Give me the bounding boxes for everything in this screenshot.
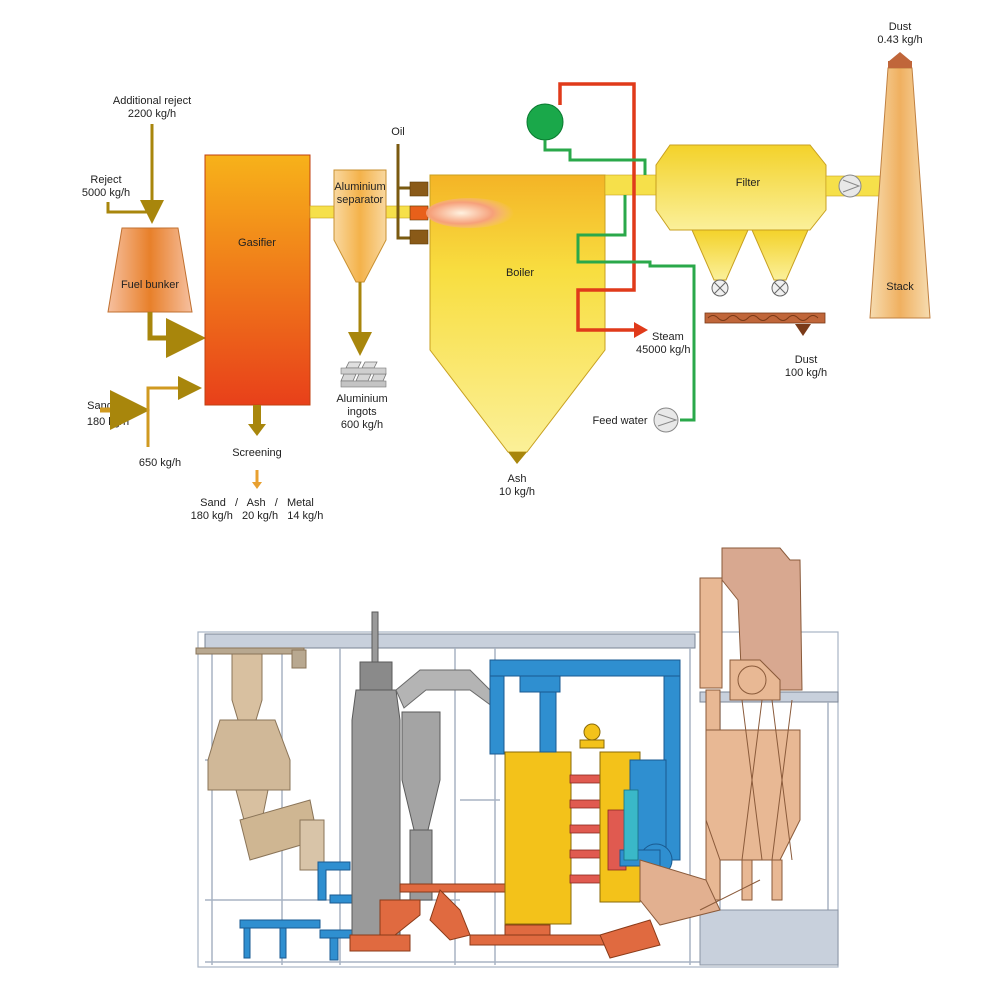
- steam-rate: 45000 kg/h: [636, 344, 690, 356]
- dust-conveyor-screw: [707, 315, 819, 321]
- induced-draft-fan-blade: [842, 179, 861, 193]
- dust-conveyor: [704, 312, 826, 324]
- screening-output-rates: 180 kg/h 20 kg/h 14 kg/h: [191, 510, 324, 522]
- screening-arrowhead: [252, 482, 262, 489]
- reject-arrow: [106, 202, 152, 214]
- plant-boiler: [504, 751, 572, 925]
- roof-beam: [204, 633, 696, 649]
- filter-support-rigging: [699, 699, 793, 911]
- screening-label: Screening: [232, 447, 282, 459]
- steam-circuit: [558, 82, 636, 205]
- ash-label: Ash: [508, 473, 527, 485]
- filter-hopper-1: [691, 229, 749, 281]
- aluminium-ingots-icon: [340, 361, 387, 388]
- water-economizer: [576, 195, 696, 422]
- sand-recycle-rate: 650 kg/h: [139, 457, 181, 469]
- bunker-to-gasifier-arrow: [147, 312, 206, 358]
- ash-arrow: [508, 452, 527, 464]
- aluminium-cyclone: [401, 711, 441, 901]
- burner-1: [409, 181, 429, 197]
- steam-label: Steam: [652, 331, 684, 343]
- sand-recycle-arrow: [146, 376, 202, 447]
- oil-line: [396, 144, 414, 240]
- filter-dust-rate: 100 kg/h: [785, 367, 827, 379]
- feed-water-pump-blade: [657, 413, 678, 427]
- feed-water-pump-icon: [653, 407, 679, 433]
- rotary-valve-2-cross: [773, 281, 787, 295]
- oil-label: Oil: [391, 126, 404, 138]
- burner-3: [409, 229, 429, 245]
- building-outline: [197, 631, 839, 968]
- additional-reject-rate: 2200 kg/h: [128, 108, 176, 120]
- filter: [655, 144, 827, 231]
- reject-rate: 5000 kg/h: [82, 187, 130, 199]
- hot-gas-duct: [395, 669, 501, 713]
- boiler-flame: [426, 198, 514, 228]
- plant-cyan-duct: [623, 789, 639, 861]
- burner-2: [409, 205, 429, 221]
- rotary-valve-1-cross: [713, 281, 727, 295]
- ash-rate: 10 kg/h: [499, 486, 535, 498]
- aluminium-separator-label-2: separator: [337, 194, 384, 206]
- aluminium-separator-label-1: Aluminium: [334, 181, 385, 193]
- fuel-bunker: [107, 227, 193, 313]
- aluminium-ingots-label-2: ingots: [347, 406, 377, 418]
- reject-label: Reject: [90, 174, 121, 186]
- steam-outlet-arrowhead: [634, 322, 648, 338]
- ash-handling-system: [349, 883, 661, 959]
- gasifier: [204, 154, 311, 406]
- aluminium-ingots-rate: 600 kg/h: [341, 419, 383, 431]
- plant-cross-section-illustration: [195, 547, 839, 968]
- gasifier-label: Gasifier: [238, 237, 276, 249]
- screening-outputs: Sand / Ash / Metal: [200, 497, 314, 509]
- stack-dust-label: Dust: [889, 21, 912, 33]
- filter-dust-label: Dust: [795, 354, 818, 366]
- feed-water-label: Feed water: [592, 415, 647, 427]
- boiler-label: Boiler: [506, 267, 534, 279]
- foundation: [699, 909, 839, 966]
- additional-reject-label: Additional reject: [113, 95, 191, 107]
- dust-outlet-arrowhead: [795, 324, 811, 336]
- gasifier-reactor: [351, 611, 401, 941]
- stack-outlet-arrowhead: [888, 52, 912, 62]
- gasifier-bottom-arrowhead: [248, 424, 266, 436]
- aluminium-separator: [333, 169, 387, 283]
- gas-pipe-1: [309, 205, 335, 219]
- stack-cap: [888, 61, 912, 68]
- steam-drum: [526, 103, 564, 141]
- filter-hopper-2: [751, 229, 809, 281]
- fuel-bunker-label: Fuel bunker: [121, 279, 179, 291]
- stack-dust-rate: 0.43 kg/h: [877, 34, 922, 46]
- filter-label: Filter: [736, 177, 761, 189]
- boiler-drum: [579, 723, 605, 749]
- fuel-screw-conveyors: [239, 861, 371, 961]
- sand-in-rate: 180 kg/h: [87, 416, 129, 428]
- fuel-feed-system: [195, 647, 325, 871]
- aluminium-ingots-label-1: Aluminium: [336, 393, 387, 405]
- stack-label: Stack: [886, 281, 914, 293]
- process-flow-diagram: Additional reject 2200 kg/h Reject 5000 …: [82, 21, 931, 522]
- water-downcomer: [543, 140, 647, 175]
